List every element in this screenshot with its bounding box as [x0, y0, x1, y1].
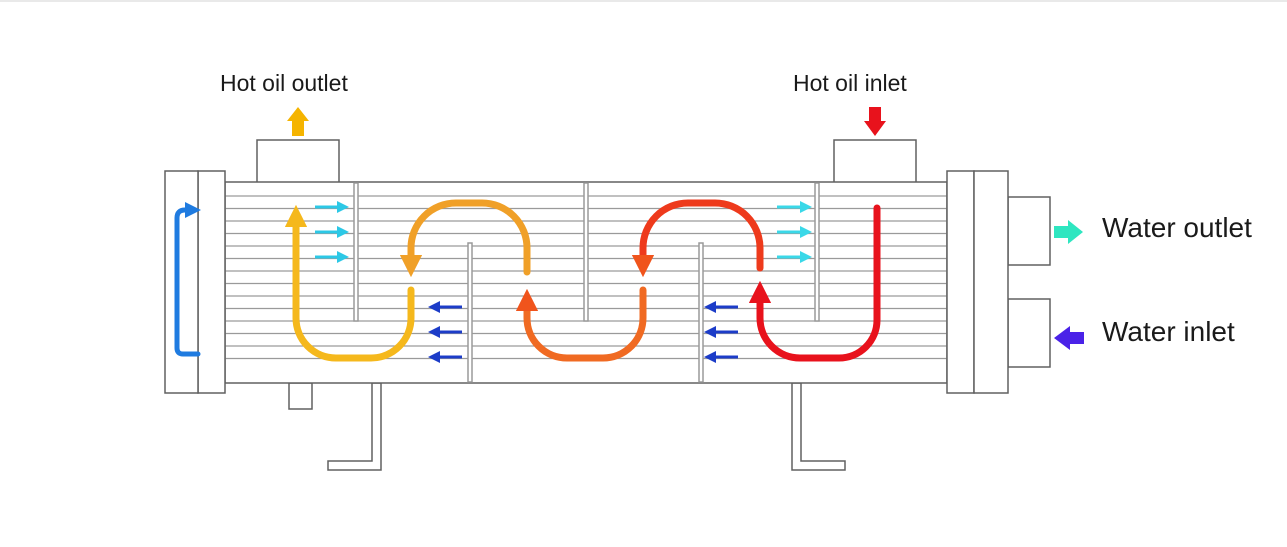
drain-nozzle [288, 382, 313, 410]
water-outlet-nozzle [1007, 196, 1051, 266]
hot-oil-outlet-arrow-icon [287, 107, 309, 136]
oil-outlet-nozzle [256, 139, 340, 184]
water-out-arrows [315, 201, 812, 263]
top-border [0, 0, 1287, 2]
water-inlet-label: Water inlet [1102, 316, 1235, 347]
oil-flow-pass-2 [631, 199, 764, 278]
hot-oil-inlet-arrow-icon [864, 107, 886, 136]
hot-oil-outlet-label: Hot oil outlet [220, 70, 348, 96]
water-outlet-arrow-icon [1054, 220, 1083, 244]
oil-flow-pass-3 [399, 199, 531, 278]
water-in-arrows [428, 301, 738, 363]
oil-flow-pass-4 [284, 204, 415, 362]
baffles [353, 182, 820, 383]
water-inlet-arrow-icon [1054, 326, 1084, 350]
water-inlet-nozzle [1007, 298, 1051, 368]
support-legs [327, 382, 846, 471]
hot-oil-inlet-label: Hot oil inlet [793, 70, 907, 96]
water-return-flow [174, 201, 202, 357]
oil-inlet-nozzle [833, 139, 917, 184]
water-outlet-label: Water outlet [1102, 212, 1252, 243]
end-caps [164, 170, 1009, 394]
oil-flow-pass-1 [748, 204, 881, 362]
oil-flow-pass-2b [515, 286, 647, 362]
